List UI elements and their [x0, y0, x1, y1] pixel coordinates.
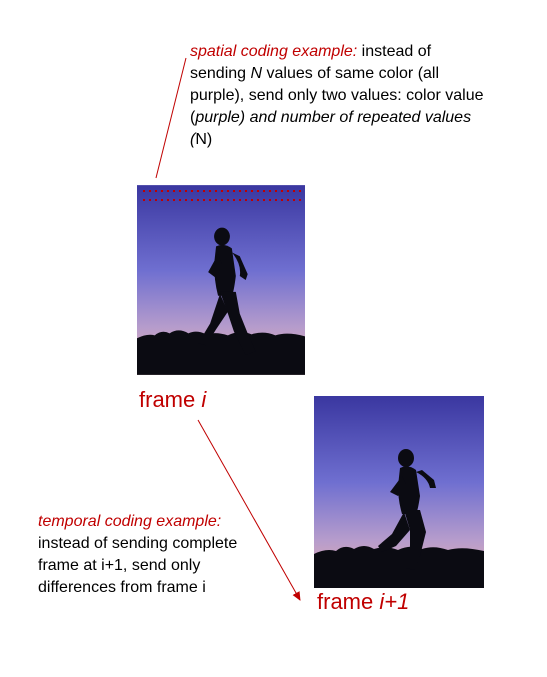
temporal-coding-annotation: temporal coding example: instead of sendi… [38, 511, 278, 599]
frame-i1-var: i+1 [379, 589, 410, 614]
spatial-coding-annotation: spatial coding example: instead of sendi… [190, 41, 490, 151]
temporal-arrow [197, 419, 301, 601]
spatial-pointer-line [155, 57, 187, 179]
spatial-text-1: instead of sending [190, 43, 432, 82]
runner-silhouette-image [314, 396, 484, 588]
runner-silhouette-image [137, 185, 305, 375]
spatial-purple-word: purple) [195, 109, 246, 126]
frame-i-word: frame [139, 387, 202, 412]
spatial-text-2: values of same color (all purple), send … [190, 65, 484, 126]
spatial-n-var: N [250, 65, 263, 82]
frame-i-label: frame i [139, 387, 206, 413]
temporal-coding-body: instead of sending complete frame at i+1… [38, 535, 238, 596]
frame-i1-word: frame [317, 589, 380, 614]
spatial-repeat-phrase: and number of repeated values ( [190, 109, 472, 148]
spatial-coding-heading: spatial coding example: [190, 43, 358, 60]
frame-i-image [137, 184, 305, 376]
frame-i-plus-1-image [314, 396, 484, 588]
frame-i-var: i [201, 387, 207, 412]
temporal-coding-heading: temporal coding example: [38, 513, 222, 530]
frame-i-plus-1-label: frame i+1 [317, 589, 409, 615]
spatial-n-close: N) [195, 131, 213, 148]
